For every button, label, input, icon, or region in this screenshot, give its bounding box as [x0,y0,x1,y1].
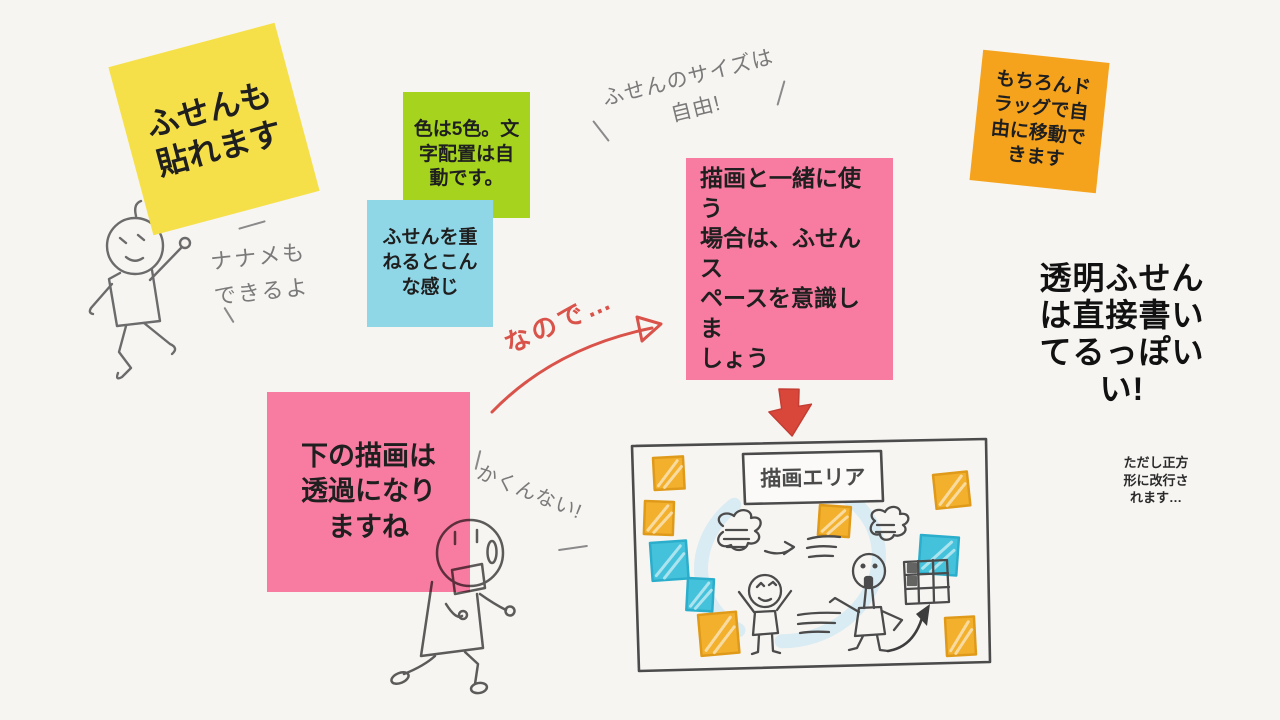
sketch-figure-cheering [737,573,793,656]
title-box [741,449,885,506]
stroke-mark [238,220,266,230]
handwriting-size-note: ふせんのサイズは 自由! [600,45,776,126]
mini-sticky-cyan [917,533,961,577]
foot [390,671,410,685]
arm-forward [478,592,508,612]
hand [457,609,469,621]
eyes [453,528,479,546]
shocked-eye [486,539,498,565]
transparent-sticky-text[interactable]: 透明ふせん は直接書い てるっぽい い! [1039,260,1205,408]
sketch-figure-talking [828,552,904,653]
sketch-grid-table [902,558,951,606]
mini-sticky-orange [696,610,741,658]
mini-sticky-orange [642,499,676,537]
eyes [118,233,146,245]
board-frame [630,437,992,673]
red-curve-arrow [490,315,663,414]
text-lines-upper [805,535,842,559]
mini-sticky-cyan [685,576,716,613]
arrowhead [635,315,663,343]
sticky-note-green[interactable]: 色は5色。文 字配置は自 動です。 [403,92,530,218]
leg-back [402,654,437,676]
leg-left [115,324,133,380]
scribble-cloud-left [717,509,762,552]
sticky-note-cyan[interactable]: ふせんを重 ねるとこん な感じ [367,200,493,327]
sticky-note-pink-center[interactable]: 描画と一緒に使う 場合は、ふせんス ペースを意識しま しょう [686,158,893,380]
drawing-area-sketch: 描画エリア [630,437,992,673]
hair-stroke [133,199,143,218]
red-down-arrow [768,388,813,437]
drawing-area-label: 描画エリア [760,466,865,491]
mini-sticky-orange [931,470,972,511]
mini-sticky-cyan [648,539,690,583]
foot [469,681,489,695]
scribble-cloud-right [869,505,910,541]
head [105,216,165,276]
shocked-running-character-drawing [390,518,516,695]
handwriting-diagonal-note: ナナメも できるよ [209,239,311,310]
black-curve-arrow [886,604,930,653]
mini-sticky-orange [816,503,853,539]
body [419,580,485,658]
open-mouth [450,562,487,596]
sticky-note-pink-left[interactable]: 下の描画は 透過になり ますね [267,392,470,592]
caption-text[interactable]: ただし正方 形に改行さ れます… [1123,455,1189,506]
hand [178,236,192,250]
arm-raised [148,246,183,282]
body [107,268,162,328]
arm-left [88,282,114,316]
head [435,518,505,588]
happy-character-drawing [88,199,192,380]
stroke-mark [558,544,588,552]
leg-front [463,650,480,686]
arm-bent [444,602,464,618]
smile [124,255,145,262]
sketch-arrow-right [763,540,796,556]
leg-right [142,321,177,356]
hand [504,605,516,617]
sticky-note-orange[interactable]: もちろんド ラッグで自 由に移動で きます [969,49,1110,194]
text-lines-lower [796,611,842,635]
mini-sticky-orange [651,455,686,492]
mini-sticky-orange [943,615,978,658]
